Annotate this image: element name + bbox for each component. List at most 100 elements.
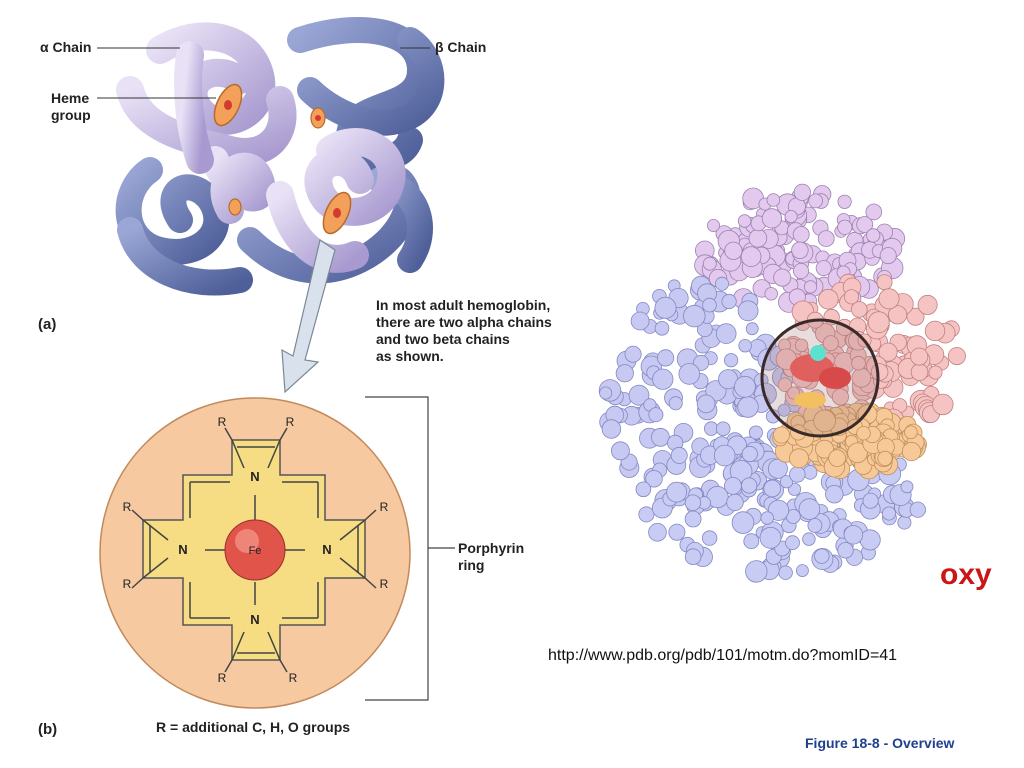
atom-sphere [648, 407, 664, 423]
atom-sphere [865, 203, 883, 221]
atom-sphere [745, 560, 768, 583]
atom-sphere [777, 403, 791, 417]
atom-sphere [683, 304, 706, 328]
caption-line: and two beta chains [376, 331, 510, 347]
atom-sphere [825, 485, 844, 504]
atom-sphere [734, 375, 756, 398]
pdb-oxyhemoglobin-model [570, 165, 1007, 595]
atom-sphere [910, 363, 929, 381]
atom-sphere [761, 208, 783, 229]
atom-sphere [828, 449, 846, 467]
atom-sphere [715, 323, 737, 344]
atom-sphere [707, 218, 721, 232]
atom-sphere [684, 510, 702, 528]
heme-label-line1: Heme [51, 90, 90, 106]
atom-sphere [794, 338, 809, 353]
nitrogen-label-left: N [178, 542, 187, 557]
atom-sphere [904, 425, 918, 440]
r-group-label: R [380, 577, 389, 591]
caption-line: as shown. [376, 348, 444, 364]
atom-sphere [796, 564, 809, 577]
atom-sphere [715, 276, 730, 291]
atom-sphere [724, 241, 743, 260]
atom-sphere [787, 482, 802, 496]
atom-sphere [798, 498, 821, 520]
atom-sphere [785, 535, 800, 551]
atom-sphere [784, 209, 798, 223]
atom-sphere [850, 301, 868, 318]
atom-sphere [696, 394, 716, 414]
atom-sphere [876, 274, 893, 291]
porphyrin-bracket [365, 396, 455, 701]
atom-sphere [729, 459, 753, 483]
atom-sphere [901, 441, 922, 462]
alpha-chain-tubes [116, 22, 406, 273]
atom-sphere [866, 228, 881, 243]
atom-sphere [822, 335, 839, 352]
atom-sphere [702, 256, 717, 271]
atom-sphere [837, 542, 854, 559]
atom-sphere [611, 441, 630, 461]
r-group-label: R [286, 415, 295, 429]
atom-sphere [737, 214, 752, 228]
r-group-label: R [289, 671, 298, 685]
atom-sphere [763, 479, 781, 498]
atom-sphere [715, 421, 731, 437]
atom-sphere [767, 458, 788, 479]
atom-sphere [702, 297, 717, 313]
atom-sphere [670, 446, 688, 464]
beta-chain-label: β Chain [435, 39, 487, 55]
atom-sphere [773, 426, 791, 444]
atom-sphere [803, 280, 818, 294]
atom-sphere [726, 493, 744, 512]
nitrogen-label-right: N [322, 542, 331, 557]
atom-sphere [851, 355, 866, 371]
caption-line: In most adult hemoglobin, [376, 297, 551, 313]
atom-sphere [777, 377, 793, 392]
atom-sphere [701, 530, 718, 546]
atom-sphere [882, 506, 897, 521]
atom-sphere [724, 476, 742, 495]
atom-sphere [624, 345, 642, 363]
atom-sphere [900, 480, 914, 494]
atom-sphere [815, 260, 832, 277]
r-group-label: R [218, 415, 227, 429]
atom-sphere [928, 365, 943, 380]
atom-sphere [630, 311, 650, 331]
source-url[interactable]: http://www.pdb.org/pdb/101/motm.do?momID… [548, 647, 898, 664]
atom-sphere [793, 183, 811, 201]
atom-sphere [741, 477, 758, 494]
atom-sphere [924, 320, 946, 342]
atom-sphere [887, 305, 908, 325]
atom-sphere [867, 311, 890, 334]
atom-sphere [767, 499, 790, 521]
r-group-label: R [218, 671, 227, 685]
atom-sphere [792, 226, 810, 243]
atom-sphere [815, 439, 834, 459]
atom-sphere [684, 548, 702, 565]
atom-sphere [878, 342, 898, 362]
atom-sphere [654, 320, 670, 336]
caption-line: there are two alpha chains [376, 314, 552, 330]
atom-sphere [859, 529, 881, 551]
leader-lines [97, 47, 430, 99]
atom-sphere [737, 396, 759, 418]
r-group-label: R [123, 500, 132, 514]
atom-sphere [764, 287, 778, 301]
ring-bonds [131, 427, 377, 673]
atom-sphere [745, 322, 759, 336]
atom-sphere [615, 364, 634, 383]
atom-sphere [723, 353, 739, 368]
nitrogen-label-bottom: N [250, 612, 259, 627]
panel-a-caption: In most adult hemoglobin, there are two … [376, 297, 586, 365]
atom-sphere [856, 426, 871, 441]
heme-core [790, 345, 851, 408]
atom-sphere [793, 262, 810, 279]
atom-sphere [654, 296, 677, 319]
atom-sphere [802, 532, 816, 546]
atom-sphere [737, 300, 759, 322]
atom-sphere [856, 216, 874, 233]
atom-sphere [741, 445, 758, 463]
atom-sphere [743, 533, 760, 550]
atom-sphere [666, 481, 687, 503]
